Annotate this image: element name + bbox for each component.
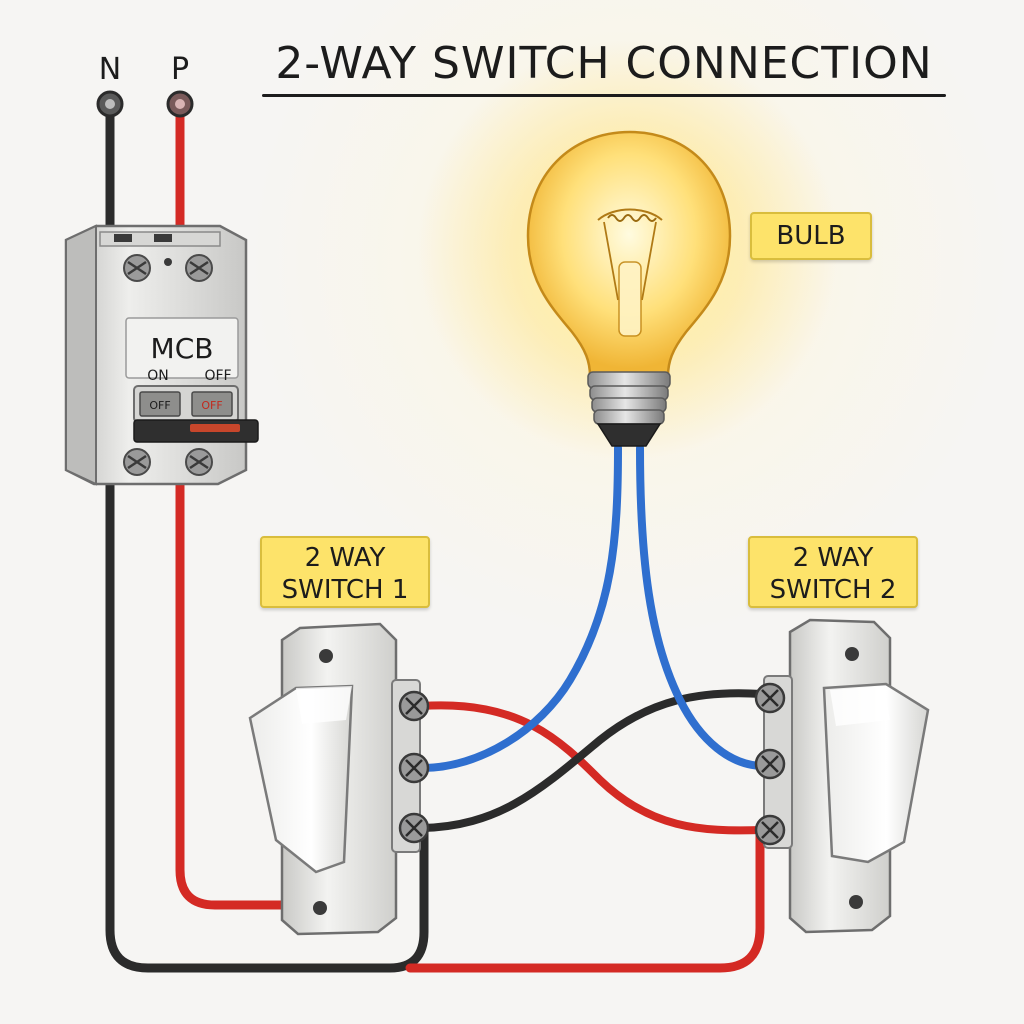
phase-terminal: [166, 90, 194, 118]
bulb-label: BULB: [776, 221, 846, 251]
phase-wire-bottom-run: [405, 827, 765, 973]
light-bulb: [526, 130, 732, 447]
mcb-off-label: OFF: [204, 368, 231, 384]
neutral-terminal: [96, 90, 124, 118]
switch-2-label-line-1: 2 WAY: [792, 543, 874, 573]
mcb-breaker: [64, 224, 259, 486]
bulb-wire-to-switch-1: [418, 444, 622, 772]
switch-1-label-line-1: 2 WAY: [304, 543, 386, 573]
switch-2-label-line-2: SWITCH 2: [769, 575, 897, 605]
mcb-left-toggle-text: OFF: [149, 399, 170, 412]
diagram-title: 2-WAY SWITCH CONNECTION: [275, 38, 933, 89]
switch-1-terminal-middle: [398, 752, 430, 784]
bulb-wire-to-switch-2: [636, 444, 768, 770]
switch-2-label-tag: 2 WAY SWITCH 2: [748, 536, 918, 608]
switch-1-terminal-top: [398, 690, 430, 722]
switch-1-label-line-2: SWITCH 1: [281, 575, 409, 605]
neutral-wire-to-switch-1: [105, 475, 429, 973]
switch-2-terminal-top: [754, 682, 786, 714]
phase-wire-to-switch-1: [175, 475, 287, 910]
mcb-label: MCB: [151, 332, 214, 365]
switch-2-terminal-bottom: [754, 814, 786, 846]
switch-1-label-tag: 2 WAY SWITCH 1: [260, 536, 430, 608]
switch-2-terminal-middle: [754, 748, 786, 780]
neutral-label: N: [98, 52, 122, 87]
mcb-on-label: ON: [147, 368, 169, 384]
phase-label: P: [170, 52, 190, 87]
title-underline: [262, 94, 946, 97]
bulb-label-tag: BULB: [750, 212, 872, 260]
switch-1-terminal-bottom: [398, 812, 430, 844]
two-way-switch-1[interactable]: [248, 622, 421, 936]
traveller-wire-black: [418, 689, 766, 832]
traveller-wire-red: [418, 701, 766, 835]
two-way-switch-2[interactable]: [763, 618, 930, 934]
diagram-title-block: 2-WAY SWITCH CONNECTION: [262, 30, 946, 100]
mcb-right-toggle-text: OFF: [201, 399, 222, 412]
